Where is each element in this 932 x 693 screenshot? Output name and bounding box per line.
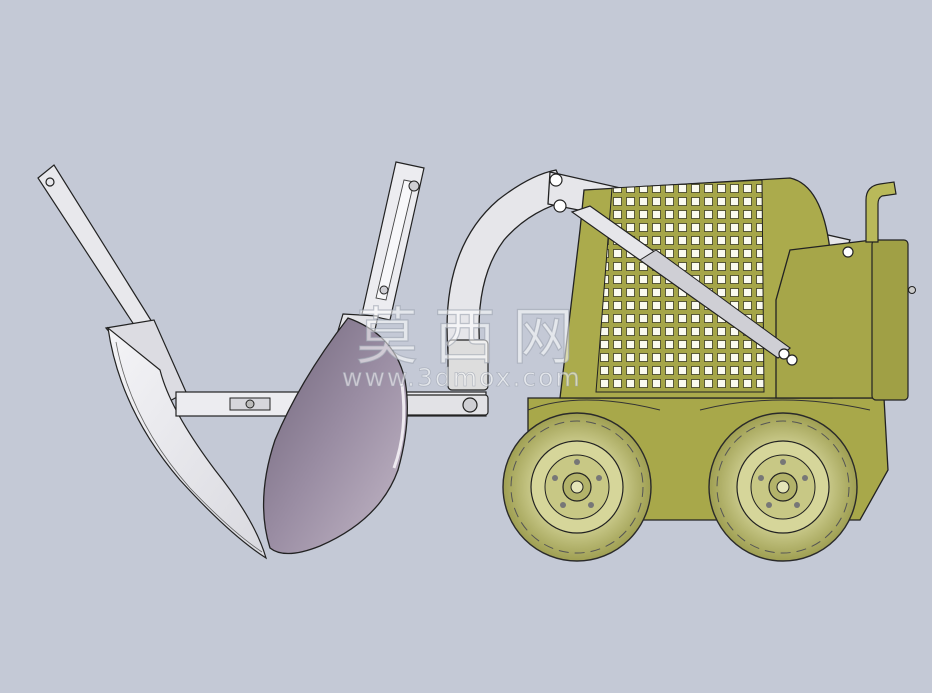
front-wheel [502, 412, 652, 562]
left-spade-blade [37, 164, 268, 560]
exhaust-pipe [865, 181, 897, 243]
watermark: 莫西网 www.3dmox.com [342, 299, 590, 392]
watermark-logo-text: 莫西网 [356, 300, 590, 373]
hydraulic-cylinder [570, 205, 791, 360]
pivot-hole-icon [45, 177, 55, 187]
right-spade-blade [262, 161, 425, 555]
watermark-url-text: www.3dmox.com [342, 363, 582, 392]
rear-wheel [708, 412, 858, 562]
